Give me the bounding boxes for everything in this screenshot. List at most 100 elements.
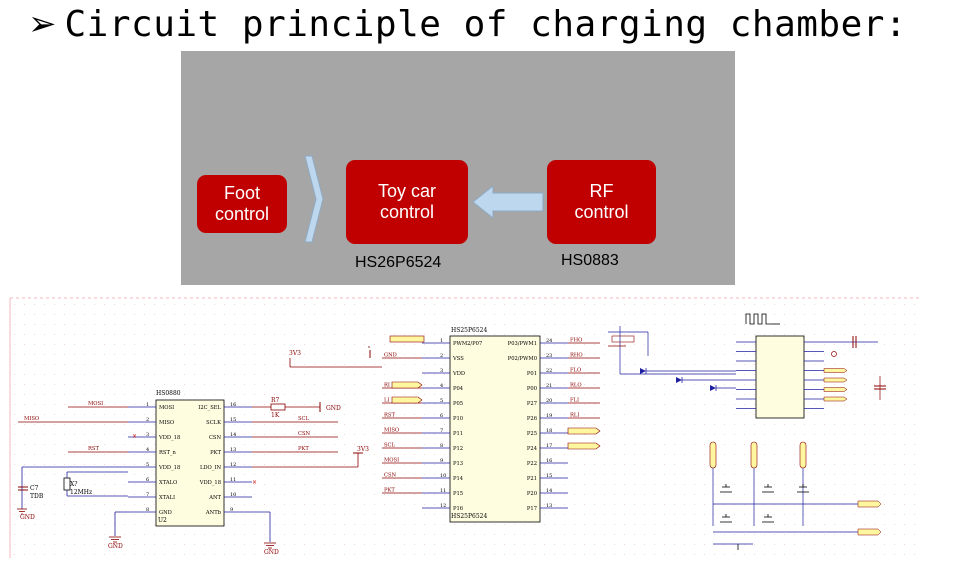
block-diagram-panel: Foot control Toy car control RF control … xyxy=(181,51,735,285)
r7-value: 1K xyxy=(271,412,280,419)
u1-net-label: CSN xyxy=(384,473,397,479)
u1-net-label: RLO xyxy=(570,383,582,389)
u2-net-label: PKT xyxy=(298,446,309,452)
u1-pin-label: P00 xyxy=(527,386,537,392)
u2-pin-num: 3 xyxy=(146,432,149,438)
u1-ref: HS25P6524 xyxy=(451,513,487,520)
foot-control-block: Foot control xyxy=(197,175,287,233)
u1-net-label: PKT xyxy=(384,488,395,494)
rf-net-tag xyxy=(823,377,848,383)
u1-net-label: FLO xyxy=(570,368,581,374)
u2-vcc: 3V3 xyxy=(357,446,369,453)
u2-pin-label: RST_n xyxy=(159,450,177,456)
u1-pin-num: 12 xyxy=(440,503,446,509)
u1-pin-label: P25 xyxy=(527,431,537,437)
u1-pin-label: P27 xyxy=(527,401,537,407)
u1-pin-label: P21 xyxy=(527,476,537,482)
u1-pin-label: P05 xyxy=(453,401,463,407)
u1-chip: PWM2/P071VSS2GNDVDD3P044RIP055LIP106RSTP… xyxy=(289,335,601,523)
u1-pin-num: 1 xyxy=(440,338,443,344)
x1-value: 12MHz xyxy=(70,489,92,496)
u1-net-label: FLI xyxy=(570,398,579,404)
u1-pin-num: 11 xyxy=(440,488,446,494)
c7-value: TDB xyxy=(30,493,44,500)
button-net-tag xyxy=(857,528,882,536)
u1-pin-num: 16 xyxy=(546,458,552,464)
button-matrix xyxy=(709,441,882,550)
u2-pin-num: 4 xyxy=(146,447,149,453)
u1-pin-num: 2 xyxy=(440,353,443,359)
rf-net-tag xyxy=(823,387,848,392)
u1-net-label: RI xyxy=(384,383,390,389)
u1-pin-label: P10 xyxy=(453,416,463,422)
u1-pin-label: PWM2/P07 xyxy=(453,341,482,347)
u1-pin-num: 5 xyxy=(440,398,443,404)
u2-ref: U2 xyxy=(158,517,167,524)
u1-net-label: SCL xyxy=(384,443,396,449)
gnd-u2a: GND xyxy=(108,543,123,550)
u2-pin-num: 16 xyxy=(230,402,236,408)
slide-title: ➢ Circuit principle of charging chamber: xyxy=(28,2,907,46)
u2-pin-label: I2C_SEL xyxy=(198,405,221,411)
rf-net-tag xyxy=(823,396,848,402)
button-net-tag xyxy=(799,441,807,469)
u1-pin-label: P02/PWM0 xyxy=(508,356,537,362)
u1-pin-label: P12 xyxy=(453,446,463,452)
u2-pin-num: 2 xyxy=(146,417,149,423)
u1-pin-num: 10 xyxy=(440,473,446,479)
u2-pin-num: 11 xyxy=(230,477,236,483)
u1-net-label: RHO xyxy=(570,353,583,359)
u2-net-label: SCL xyxy=(298,416,310,422)
button-net-tag xyxy=(857,500,882,508)
u2-pin-label: MISO xyxy=(159,420,174,426)
u2-pin-label: LDO_IN xyxy=(200,465,221,471)
main-chip-label: HS26P6524 xyxy=(355,254,442,271)
u2-pin-label: ANT xyxy=(208,495,221,501)
led-icon xyxy=(710,385,716,391)
r7-ref: R7 xyxy=(271,397,280,404)
u2-net-label: RST xyxy=(88,446,99,452)
circuit-schematic: MOSI1MISO2VDD_183RST_n4VDD_185XTALO6XTAL… xyxy=(8,296,921,560)
u1-pin-label: P20 xyxy=(527,491,537,497)
antenna-icon xyxy=(745,313,772,325)
u1-pin-num: 17 xyxy=(546,443,552,449)
rf-net-tag xyxy=(823,368,848,373)
u2-pin-num: 13 xyxy=(230,447,236,453)
u1-pin-num: 14 xyxy=(546,488,552,494)
led-icon xyxy=(640,368,646,374)
net-tag xyxy=(391,381,423,389)
u1-pin-num: 4 xyxy=(440,383,443,389)
u1-pin-num: 6 xyxy=(440,413,443,419)
u2-pin-label: MOSI xyxy=(159,405,174,411)
u2-pin-label: VDD_18 xyxy=(158,435,180,441)
led-icon xyxy=(676,377,682,383)
gnd-left: GND xyxy=(20,514,35,521)
button-net-tag xyxy=(750,441,758,469)
u1-pin-num: 3 xyxy=(440,368,443,374)
u1-pin-num: 20 xyxy=(546,398,552,404)
u1-net-label: FHO xyxy=(570,338,582,344)
u1-pin-label: VSS xyxy=(452,356,464,362)
u1-pin-label: P13 xyxy=(453,461,463,467)
u1-net-label: GND xyxy=(384,353,397,359)
u2-pin-num: 1 xyxy=(146,402,149,408)
nc-mark: × xyxy=(252,479,257,486)
u2-pin-label: VDD_18 xyxy=(199,480,221,486)
rf-control-block: RF control xyxy=(547,160,656,244)
u1-pin-label: VDD xyxy=(452,371,465,377)
u1-net-label: MOSI xyxy=(384,458,399,464)
u2-pin-label: PKT xyxy=(210,450,221,456)
u1-part: HS25P6524 xyxy=(451,327,487,334)
u2-net-label: MOSI xyxy=(88,401,103,407)
u2-pin-label: XTALI xyxy=(159,495,175,501)
title-text: Circuit principle of charging chamber: xyxy=(64,3,908,45)
u2-pin-label: CSN xyxy=(209,435,222,441)
u2-pin-label: GND xyxy=(159,510,172,516)
net-tag xyxy=(391,396,423,404)
rf-chip-label: HS0883 xyxy=(561,252,619,269)
net-tag xyxy=(567,442,601,450)
u1-pin-label: P01 xyxy=(527,371,537,377)
u2-pin-label: XTALO xyxy=(159,480,177,486)
u2-net-label: CSN xyxy=(298,431,311,437)
u1-body xyxy=(449,335,541,523)
